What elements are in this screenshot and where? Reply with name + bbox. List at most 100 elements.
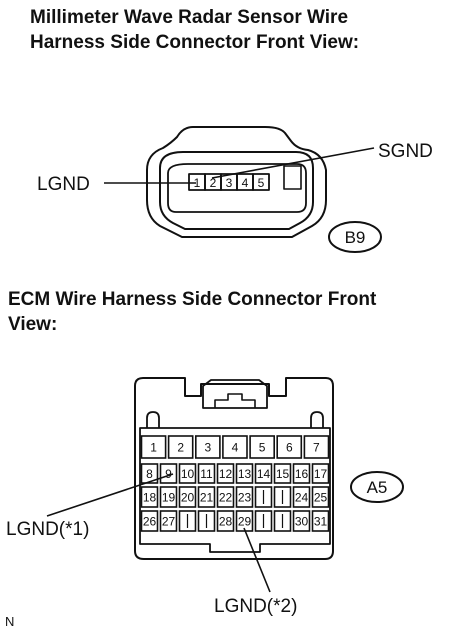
ecm-pin-cell-25: 25: [311, 486, 330, 508]
ecm-pin-26: 26: [143, 515, 157, 529]
ecm-pin-28: 28: [219, 515, 233, 529]
radar-sgnd-label: SGND: [378, 141, 433, 162]
ecm-pin-box-28: [216, 510, 235, 532]
ecm-pin-13: 13: [238, 467, 252, 481]
ecm-pin-box-16: [292, 463, 311, 484]
radar-connector-key: [283, 165, 302, 190]
ecm-pin-cell-4: 4: [222, 435, 248, 459]
ecm-pin-cell-12: 12: [216, 463, 235, 484]
ecm-blank-cavity-box: [273, 486, 292, 508]
radar-connector-tag-oval: [328, 221, 382, 253]
ecm-pin-9: 9: [165, 467, 172, 481]
ecm-pin-box-17: [311, 463, 330, 484]
ecm-pin-box-30: [292, 510, 311, 532]
ecm-pin-box-13: [235, 463, 254, 484]
ecm-pin29-leader: [243, 527, 271, 593]
ecm-pin-27: 27: [162, 515, 176, 529]
ecm-pin-cell-9: 9: [159, 463, 178, 484]
ecm-pin-box-4: [222, 435, 248, 459]
radar-connector-heading: Millimeter Wave Radar Sensor Wire Harnes…: [30, 5, 359, 55]
ecm-pin-cell-3: 3: [195, 435, 221, 459]
ecm-pin-box-31: [311, 510, 330, 532]
ecm-pin-cell-14: 14: [254, 463, 273, 484]
ecm-pin-box-27: [159, 510, 178, 532]
radar-pin-labels: 1 2 3 4 5: [194, 176, 265, 190]
ecm-pin-cell-23: 23: [235, 486, 254, 508]
ecm-pin-21: 21: [200, 491, 214, 505]
ecm-pin-cell-7: 7: [303, 435, 330, 459]
ecm-connector-outer-shell: [134, 377, 334, 560]
ecm-blank-cavity-box: [254, 510, 273, 532]
ecm-pin-box-5: [249, 435, 276, 459]
ecm-pin-19: 19: [162, 491, 176, 505]
ecm-blank-cavity: [273, 486, 292, 508]
ecm-pin-cell-24: 24: [292, 486, 311, 508]
ecm-connector: [46, 377, 404, 593]
ecm-lgnd-2-label: LGND(*2): [214, 596, 297, 617]
ecm-pin-box-7: [303, 435, 330, 459]
ecm-pin-box-2: [167, 435, 194, 459]
radar-connector-inner-face: [167, 163, 307, 213]
ecm-pin-cell-31: 31: [311, 510, 330, 532]
ecm-heading-line-2: View:: [8, 314, 58, 335]
ecm-pin-cell-21: 21: [197, 486, 216, 508]
ecm-pin9-leader: [46, 473, 174, 517]
radar-pin-2: 2: [210, 176, 217, 190]
ecm-pin-box-19: [159, 486, 178, 508]
ecm-pin-18: 18: [143, 491, 157, 505]
ecm-pin-box-3: [195, 435, 221, 459]
ecm-pin-box-12: [216, 463, 235, 484]
ecm-pin-24: 24: [295, 491, 309, 505]
ecm-connector-top-latch: [202, 379, 268, 409]
ecm-pin-box-10: [178, 463, 197, 484]
ecm-pin-11: 11: [200, 467, 213, 481]
radar-pin-5: 5: [258, 176, 265, 190]
radar-sgnd-leader: [211, 147, 375, 179]
ecm-pin-cell-20: 20: [178, 486, 197, 508]
ecm-heading-line-1: ECM Wire Harness Side Connector Front: [8, 289, 377, 310]
ecm-pin-box-23: [235, 486, 254, 508]
radar-lgnd-label: LGND: [37, 174, 90, 195]
ecm-blank-cavity: [254, 486, 273, 508]
ecm-connector-heading: ECM Wire Harness Side Connector Front Vi…: [8, 287, 376, 337]
ecm-lgnd-1-label: LGND(*1): [6, 519, 89, 540]
ecm-pin-cell-29: 29: [235, 510, 254, 532]
ecm-pin-cell-11: 11: [197, 463, 216, 484]
ecm-pin-box-1: [140, 435, 167, 459]
ecm-blank-cavity: [197, 510, 216, 532]
radar-heading-line-1: Millimeter Wave Radar Sensor Wire: [30, 7, 349, 28]
ecm-pin-box-21: [197, 486, 216, 508]
ecm-pin-20: 20: [181, 491, 195, 505]
ecm-pin-cell-27: 27: [159, 510, 178, 532]
ecm-blank-cavity: [178, 510, 197, 532]
ecm-pin-box-25: [311, 486, 330, 508]
ecm-pin-box-9: [159, 463, 178, 484]
ecm-pin-2: 2: [177, 441, 184, 455]
ecm-pin-6: 6: [286, 441, 293, 455]
radar-pin-3: 3: [226, 176, 233, 190]
ecm-connector-face-frame: [139, 427, 331, 553]
ecm-pin-cell-8: 8: [140, 463, 159, 484]
ecm-pin-box-24: [292, 486, 311, 508]
ecm-pin-box-6: [276, 435, 303, 459]
ecm-pin-cell-15: 15: [273, 463, 292, 484]
radar-pin-4: 4: [242, 176, 249, 190]
ecm-pin-23: 23: [238, 491, 252, 505]
ecm-pin-5: 5: [259, 441, 266, 455]
ecm-pin-box-15: [273, 463, 292, 484]
ecm-pin-1: 1: [150, 441, 157, 455]
ecm-blank-cavity: [254, 510, 273, 532]
ecm-pin-17: 17: [314, 467, 328, 481]
ecm-connector-right-tab: [310, 411, 324, 428]
ecm-blank-cavity-box: [273, 510, 292, 532]
ecm-pin-cell-5: 5: [249, 435, 276, 459]
ecm-pin-16: 16: [295, 467, 309, 481]
ecm-blank-cavity-box: [197, 510, 216, 532]
ecm-blank-cavity-box: [178, 510, 197, 532]
footnote-mark: N: [5, 614, 14, 629]
ecm-pin-cell-6: 6: [276, 435, 303, 459]
radar-connector: [104, 126, 382, 253]
ecm-pin-12: 12: [219, 467, 233, 481]
